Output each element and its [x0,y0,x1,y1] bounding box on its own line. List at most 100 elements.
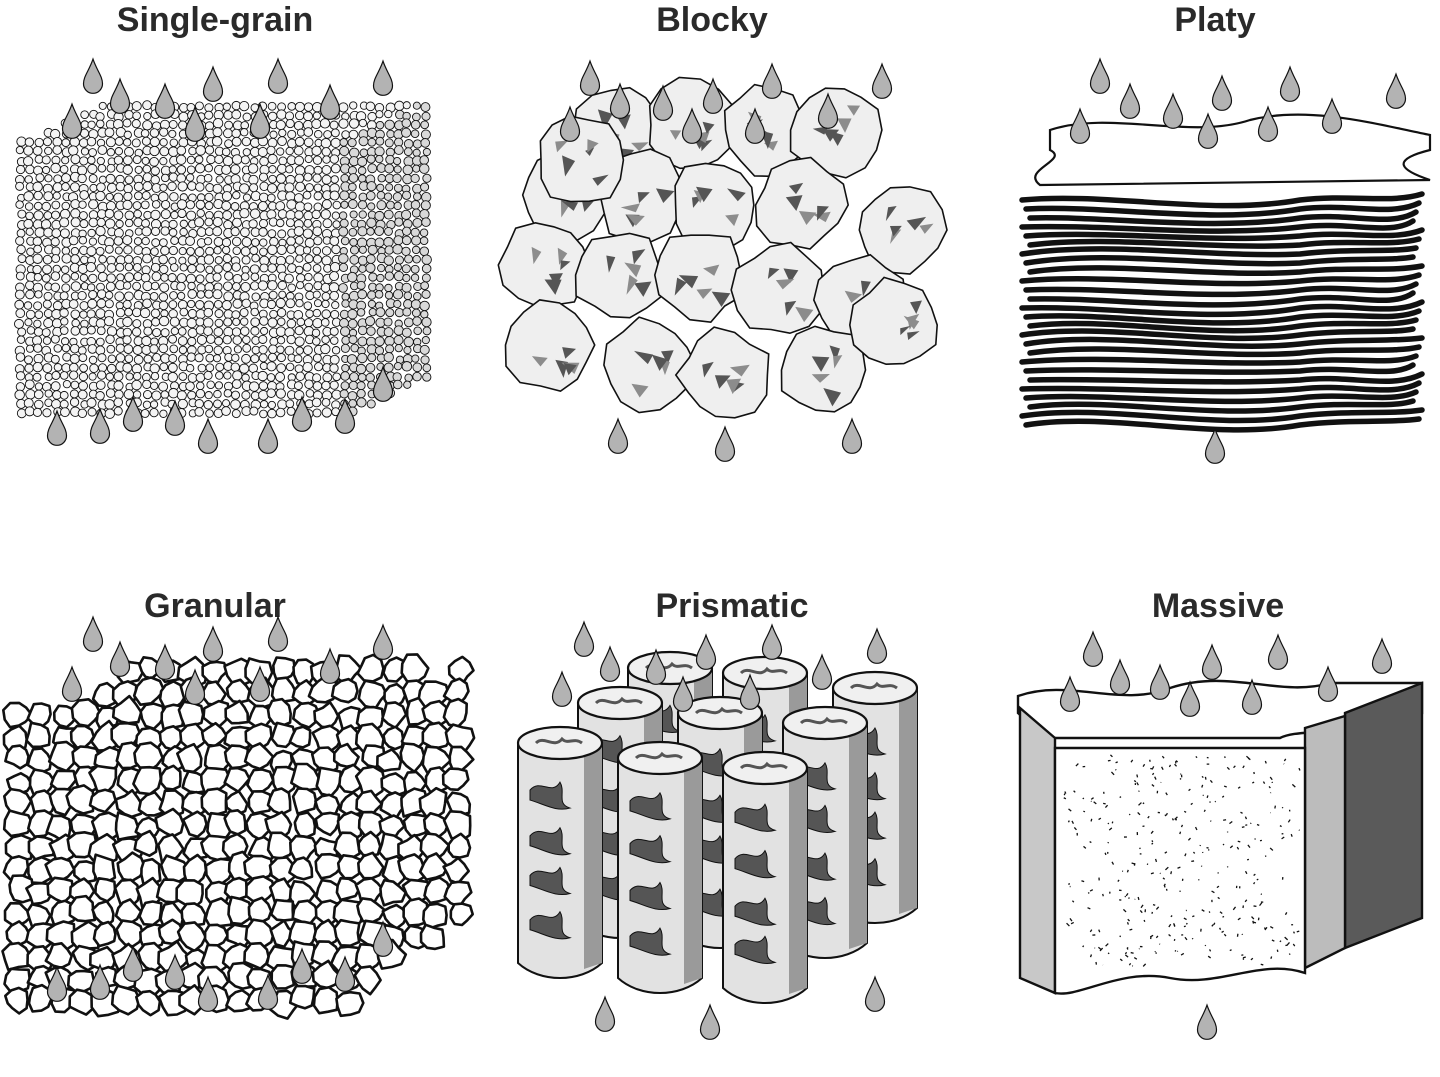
pore-fleck [1192,851,1196,854]
sand-grain [241,390,251,400]
plate-layer [1019,218,1416,234]
sand-grain [394,100,405,111]
sand-grain [32,253,43,264]
water-drop-icon [89,407,111,444]
sand-grain [276,109,287,120]
pore-fleck [1210,820,1212,822]
pore-fleck [1155,906,1160,910]
crumb-aggregate [92,920,117,948]
sand-grain [50,354,60,364]
sand-grain [222,156,234,167]
block-facet [829,345,840,362]
prism-top-crack [694,706,743,715]
sand-grain [338,262,349,272]
sand-grain [150,262,161,273]
crumb-aggregate [132,765,163,796]
water-drop-icon [249,102,271,139]
sand-grain [61,156,70,165]
sand-grain [384,291,394,300]
sand-grain [312,155,323,165]
sand-grain [232,246,242,255]
sand-grain [296,281,305,290]
water-drops [46,615,394,1012]
crumb-aggregate [379,878,408,907]
sand-grain [258,192,269,203]
crumb-aggregate [290,762,321,792]
sand-grain [213,327,224,337]
block-facet [811,373,830,383]
sand-grain [269,130,278,139]
block-facet [844,290,863,303]
sand-grain [51,318,63,329]
sand-grain [330,175,339,184]
sand-grain [133,245,144,255]
sand-grain [305,389,315,398]
sand-grain [383,352,394,363]
sand-grain [42,165,51,175]
sand-grain [240,281,251,293]
pore-fleck [1284,912,1288,916]
sand-grain [358,245,367,254]
block-facet [626,274,638,295]
sand-grain [276,336,286,345]
sand-grain [250,272,260,282]
sand-grain [302,361,313,373]
crumb-aggregate [449,902,474,927]
sand-grain [115,181,126,192]
sand-grain [186,247,195,256]
prism-crack [629,791,672,821]
sand-grain [232,217,242,228]
sand-grain [50,162,61,174]
sand-grain [223,291,234,302]
sand-grain [186,210,197,221]
sand-grain [41,328,51,338]
sand-grain [175,154,187,165]
platy-layers [1019,113,1432,433]
water-drop-icon [672,675,694,712]
sand-grain [60,317,69,326]
water-drop-icon [811,653,833,690]
sand-grain [34,290,43,299]
crumb-aggregate [381,701,408,730]
crumb-aggregate [223,876,249,901]
sand-grain [143,354,153,364]
plate-layer [1023,335,1425,349]
water-drop-icon [1371,637,1393,674]
sand-grain [133,191,143,201]
sand-grain [35,173,45,183]
sand-grain [275,388,286,399]
sand-grain [267,229,277,239]
sand-grain [194,155,204,164]
sand-grain [160,273,169,282]
block-facet [634,281,652,297]
sand-grain [203,317,214,328]
pore-fleck [1201,909,1205,912]
pore-fleck [1125,893,1129,897]
sand-grain [32,361,43,373]
sand-grain [421,273,431,283]
sand-grain [410,129,420,139]
water-drop-icon [249,665,271,702]
water-drop-icon [609,82,631,119]
sand-grain [420,102,431,113]
sand-grain [304,272,313,282]
sand-grain [14,318,24,329]
sand-grain [277,136,287,147]
sand-grain [68,145,79,156]
sand-grain [41,273,51,283]
sand-grain [187,181,197,191]
sand-grain [34,382,44,391]
block-ped [780,325,867,413]
sand-grain [393,165,402,174]
pore-fleck [1147,815,1150,819]
sand-grain [131,101,142,112]
pore-fleck [1208,911,1211,913]
sand-grain [383,226,393,236]
block-facet [822,129,840,142]
sand-grain [33,353,44,364]
pore-fleck [1241,933,1244,936]
sand-grain [311,118,322,130]
sand-grain [311,209,321,220]
sand-grain [141,265,151,275]
sand-grain [241,255,251,265]
